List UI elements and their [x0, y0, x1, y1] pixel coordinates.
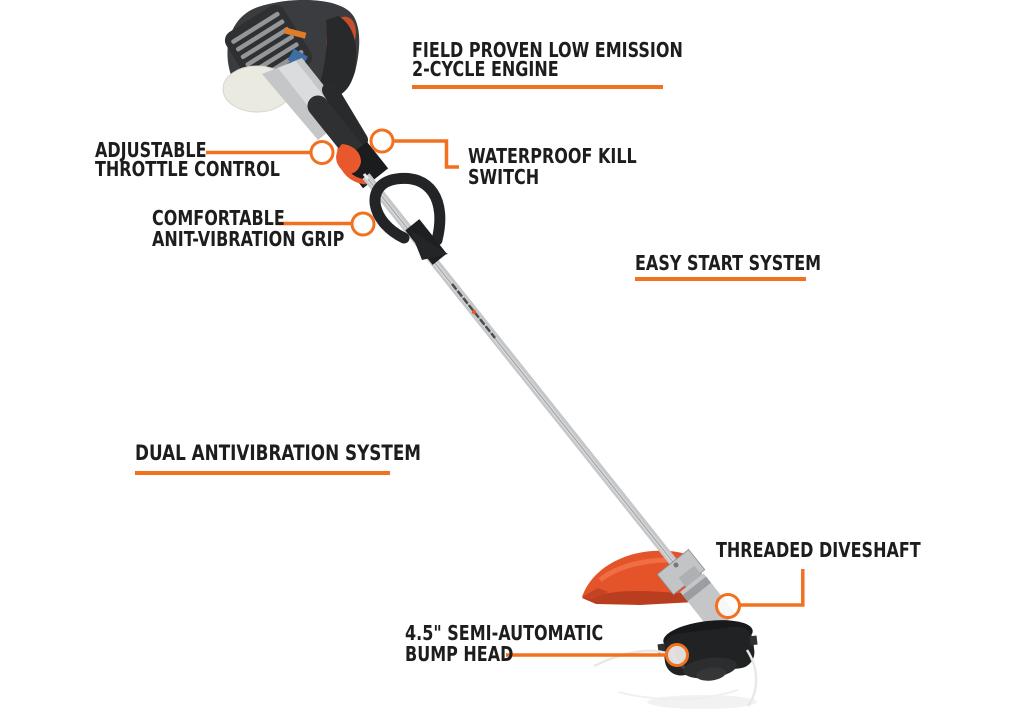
callout-antivibration-underline	[135, 471, 390, 475]
callout-throttle-line-2: THROTTLE CONTROL	[95, 157, 280, 181]
callout-kill-switch: WATERPROOF KILL SWITCH	[468, 146, 637, 188]
bump-head-illustration	[657, 620, 758, 681]
feature-marker-kill-switch	[369, 128, 395, 154]
callout-easy-start: EASY START SYSTEM	[635, 251, 822, 275]
feature-marker-grip	[350, 211, 376, 237]
callout-bump-head-line-1: 4.5" SEMI-AUTOMATIC	[405, 621, 604, 645]
callout-kill-switch-line-2: SWITCH	[468, 165, 540, 189]
throttle-illustration	[307, 95, 389, 189]
trimmer-line-illustration	[593, 649, 758, 709]
loop-handle-illustration	[369, 172, 448, 265]
callout-engine-line-1: FIELD PROVEN LOW EMISSION	[412, 38, 683, 62]
connector-kill-switch	[393, 139, 459, 169]
feature-marker-bump-head	[665, 643, 689, 667]
connector-driveshaft	[740, 569, 805, 607]
callout-easy-start-line-1: EASY START SYSTEM	[635, 251, 822, 275]
callout-throttle-line-1: ADJUSTABLE	[95, 138, 207, 162]
callout-driveshaft-line-1: THREADED DIVESHAFT	[716, 538, 921, 562]
warning-sticker	[283, 27, 307, 39]
callout-engine-line-2: 2-CYCLE ENGINE	[412, 57, 559, 81]
engine-illustration	[222, 0, 368, 148]
shaft-branding	[451, 283, 496, 339]
callout-easy-start-underline	[635, 277, 806, 281]
callout-bump-head: 4.5" SEMI-AUTOMATIC BUMP HEAD	[405, 623, 603, 665]
callout-grip: COMFORTABLE ANIT-VIBRATION GRIP	[152, 208, 344, 250]
callout-bump-head-line-2: BUMP HEAD	[405, 642, 514, 666]
gear-head-illustration	[656, 548, 736, 633]
callout-driveshaft: THREADED DIVESHAFT	[716, 538, 921, 562]
callout-grip-line-2: ANIT-VIBRATION GRIP	[152, 227, 345, 251]
callout-engine: FIELD PROVEN LOW EMISSION 2-CYCLE ENGINE	[412, 38, 683, 81]
callout-grip-line-1: COMFORTABLE	[152, 206, 285, 230]
callout-antivibration: DUAL ANTIVIBRATION SYSTEM	[135, 441, 422, 465]
callout-engine-underline	[412, 85, 663, 89]
callout-throttle: ADJUSTABLE THROTTLE CONTROL	[95, 138, 280, 181]
feature-marker-throttle	[309, 140, 335, 165]
feature-marker-driveshaft	[715, 593, 741, 619]
callout-antivibration-line-1: DUAL ANTIVIBRATION SYSTEM	[135, 441, 422, 465]
callout-kill-switch-line-1: WATERPROOF KILL	[468, 144, 637, 168]
